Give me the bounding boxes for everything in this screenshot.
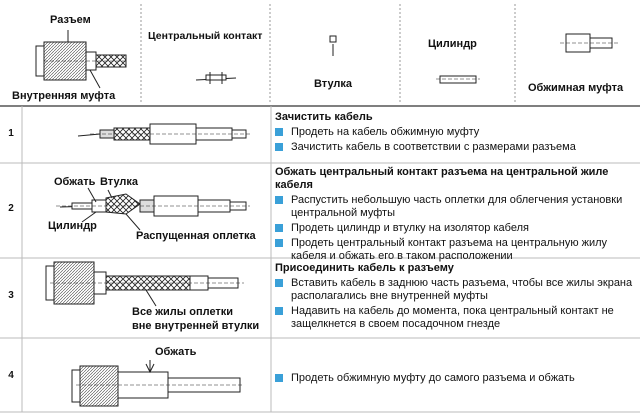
step-2-item: Распустить небольшую часть оплетки для о… <box>275 194 635 220</box>
step-4-item: Продеть обжимную муфту до самого разъема… <box>275 372 635 385</box>
step4-drawing <box>71 360 244 407</box>
step-2-text: Обжать центральный контакт разъема на це… <box>275 166 635 265</box>
step-3-text: Присоединить кабель к разъему Вставить к… <box>275 262 635 333</box>
step-number-4: 4 <box>8 370 14 381</box>
center-contact-label: Центральный контакт <box>148 30 263 42</box>
step-number-3: 3 <box>8 290 14 301</box>
connector-label: Разъем <box>50 14 91 26</box>
table-rules <box>0 105 640 413</box>
step3-drawing <box>45 261 244 307</box>
step-number-2: 2 <box>8 203 14 214</box>
inner-sleeve-label: Внутренняя муфта <box>12 90 116 102</box>
callout-wires-outside-1: Все жилы оплетки <box>132 306 234 318</box>
callout-wires-outside-2: вне внутренней втулки <box>132 320 260 332</box>
connector-drawing <box>35 30 127 89</box>
callout-loose-braid: Распущенная оплетка <box>136 230 256 242</box>
bullet-icon <box>275 307 283 315</box>
bushing-drawing <box>329 35 337 56</box>
step1-drawing <box>77 123 250 145</box>
bullet-icon <box>275 143 283 151</box>
step-4-text: Продеть обжимную муфту до самого разъема… <box>275 372 635 387</box>
step2-drawing <box>56 187 250 231</box>
cylinder-drawing <box>436 75 480 84</box>
step-3-title: Присоединить кабель к разъему <box>275 262 454 274</box>
header-dividers <box>140 4 516 104</box>
crimp-sleeve-label: Обжимная муфта <box>528 82 624 94</box>
step-2-item: Продеть цилиндр и втулку на изолятор каб… <box>275 222 635 235</box>
step-number-1: 1 <box>8 128 14 139</box>
center-contact-drawing <box>195 72 237 84</box>
crimp-sleeve-drawing <box>560 33 618 53</box>
bullet-icon <box>275 279 283 287</box>
step-3-item: Надавить на кабель до момента, пока цент… <box>275 305 635 331</box>
callout-cylinder: Цилиндр <box>48 220 97 232</box>
bullet-icon <box>275 374 283 382</box>
cylinder-label: Цилиндр <box>428 38 477 50</box>
step-2-title: Обжать центральный контакт разъема на це… <box>275 166 609 191</box>
step-3-item: Вставить кабель в заднюю часть разъема, … <box>275 277 635 303</box>
bullet-icon <box>275 196 283 204</box>
callout-crimp: Обжать <box>54 176 96 188</box>
step-1-item: Продеть на кабель обжимную муфту <box>275 126 635 139</box>
step-1-item: Зачистить кабель в соответствии с размер… <box>275 141 635 154</box>
bushing-label: Втулка <box>314 78 353 90</box>
step-2-item: Продеть центральный контакт разъема на ц… <box>275 237 635 263</box>
callout-crimp-final: Обжать <box>155 346 197 358</box>
step-1-text: Зачистить кабель Продеть на кабель обжим… <box>275 111 635 156</box>
step-1-title: Зачистить кабель <box>275 111 373 123</box>
bullet-icon <box>275 224 283 232</box>
bullet-icon <box>275 239 283 247</box>
callout-bushing: Втулка <box>100 176 139 188</box>
bullet-icon <box>275 128 283 136</box>
